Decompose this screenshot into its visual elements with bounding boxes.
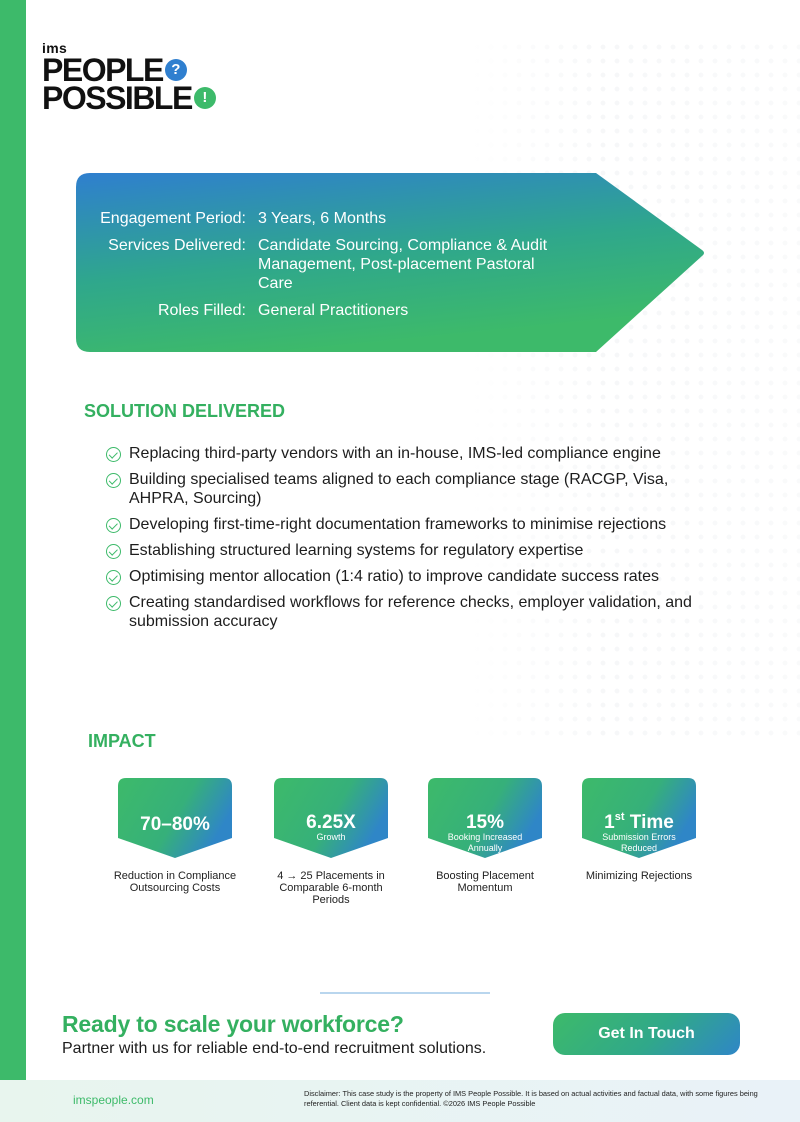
impact-caption: Minimizing Rejections <box>585 870 693 882</box>
impact-subtext: Growth <box>316 832 346 842</box>
impact-caption: Boosting Placement Momentum <box>436 870 534 894</box>
list-item: Replacing third-party vendors with an in… <box>106 444 696 463</box>
list-item: Optimising mentor allocation (1:4 ratio)… <box>106 567 696 586</box>
cta-subtitle: Partner with us for reliable end-to-end … <box>62 1040 487 1057</box>
list-item-text: Establishing structured learning systems… <box>129 542 584 559</box>
impact-value-rest: Time <box>624 812 674 833</box>
engagement-label: Services Delivered: <box>108 237 246 254</box>
list-item-text: Developing first-time-right documentatio… <box>129 516 667 533</box>
impact-value-main: 1 <box>604 812 615 833</box>
logo-word-possible: POSSIBLE <box>42 80 193 116</box>
cta-title: Ready to scale your workforce? <box>62 1011 404 1037</box>
list-item: Creating standardised workflows for refe… <box>106 593 696 631</box>
list-item: Establishing structured learning systems… <box>106 541 696 560</box>
check-circle-icon <box>106 570 121 585</box>
impact-stat: 1st Time Submission Errors Reduced Minim… <box>569 778 709 882</box>
logo-line-people: PEOPLE ? <box>42 52 216 88</box>
divider <box>320 992 490 994</box>
impact-value: 15% <box>465 812 505 833</box>
impact-subtext: Submission Errors Reduced <box>602 832 676 853</box>
check-circle-icon <box>106 544 121 559</box>
check-circle-icon <box>106 473 121 488</box>
impact-value: 6.25X <box>306 812 356 833</box>
impact-caption: 4 → 25 Placements in Comparable 6-month … <box>277 870 385 906</box>
engagement-rows: Engagement Period: 3 Years, 6 Months Ser… <box>76 209 616 328</box>
impact-badge: 1st Time Submission Errors Reduced <box>582 778 696 858</box>
company-logo: ims PEOPLE ? POSSIBLE ! <box>42 40 216 116</box>
logo-word-people: PEOPLE <box>42 52 164 88</box>
exclamation-mark-icon: ! <box>193 87 216 109</box>
check-circle-icon <box>106 447 121 462</box>
solution-heading: SOLUTION DELIVERED <box>84 401 286 421</box>
check-circle-icon <box>106 518 121 533</box>
side-accent-bar <box>0 0 26 1080</box>
impact-stat: 6.25X Growth 4 → 25 Placements in Compar… <box>261 778 401 906</box>
impact-value-sup: st <box>614 811 625 823</box>
engagement-label: Roles Filled: <box>157 302 246 319</box>
list-item-text: Creating standardised workflows for refe… <box>129 594 692 630</box>
impact-badge: 70–80% <box>118 778 232 858</box>
list-item: Building specialised teams aligned to ea… <box>106 470 696 508</box>
footer: imspeople.com Disclaimer: This case stud… <box>0 1080 800 1122</box>
impact-subtext: Booking Increased Annually <box>447 832 523 853</box>
shield-shape <box>428 778 542 858</box>
impact-stat: 70–80% Reduction in Compliance Outsourci… <box>105 778 245 894</box>
shield-shape <box>274 778 388 858</box>
list-item-text: Optimising mentor allocation (1:4 ratio)… <box>129 568 660 585</box>
arrow-panel-shape <box>76 173 704 352</box>
impact-caption: Reduction in Compliance Outsourcing Cost… <box>113 870 237 894</box>
engagement-row: Services Delivered: Candidate Sourcing, … <box>76 236 616 293</box>
impact-stat: 15% Booking Increased Annually Boosting … <box>415 778 555 894</box>
dot-pattern-fade <box>470 40 800 740</box>
check-circle-icon <box>106 596 121 611</box>
engagement-value: Candidate Sourcing, Compliance & Audit M… <box>258 237 548 292</box>
disclaimer-text: Disclaimer: This case study is the prope… <box>304 1089 758 1108</box>
solution-list: Replacing third-party vendors with an in… <box>106 444 696 638</box>
list-item: Developing first-time-right documentatio… <box>106 515 696 534</box>
engagement-value: 3 Years, 6 Months <box>258 210 387 227</box>
impact-value: 1st Time <box>582 811 696 834</box>
engagement-value: General Practitioners <box>258 302 409 319</box>
list-item-text: Building specialised teams aligned to ea… <box>129 471 669 507</box>
engagement-row: Roles Filled: General Practitioners <box>76 301 616 320</box>
shield-shape <box>118 778 232 858</box>
impact-badge: 6.25X Growth <box>274 778 388 858</box>
website-link[interactable]: imspeople.com <box>73 1093 154 1107</box>
impact-heading: IMPACT <box>88 731 156 751</box>
engagement-panel: Engagement Period: 3 Years, 6 Months Ser… <box>76 173 704 352</box>
logo-line-possible: POSSIBLE ! <box>42 80 216 116</box>
shield-shape <box>582 778 696 858</box>
engagement-label: Engagement Period: <box>100 210 246 227</box>
get-in-touch-button[interactable]: Get In Touch <box>553 1013 740 1055</box>
engagement-row: Engagement Period: 3 Years, 6 Months <box>76 209 616 228</box>
impact-badge: 15% Booking Increased Annually <box>428 778 542 858</box>
list-item-text: Replacing third-party vendors with an in… <box>129 445 661 462</box>
logo-ims: ims <box>42 40 68 56</box>
question-mark-icon: ? <box>164 59 187 81</box>
impact-value: 70–80% <box>140 814 210 835</box>
